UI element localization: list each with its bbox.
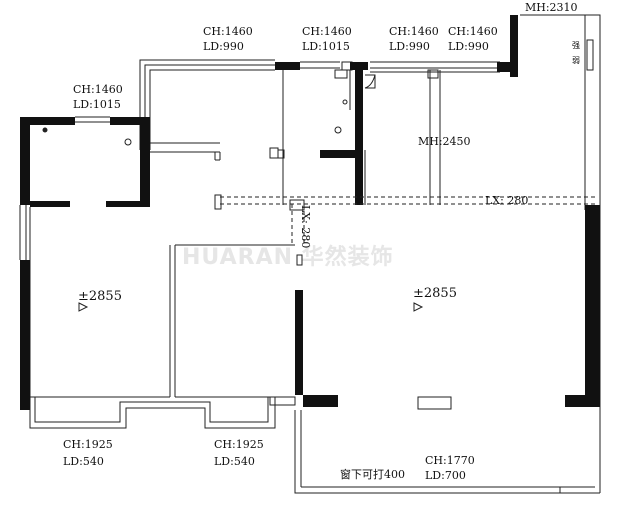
beam-lines <box>220 196 598 245</box>
beam-label-vertical: LX: 280 <box>299 205 312 248</box>
window-top-2-ld: LD:1015 <box>302 40 350 53</box>
window-bottom-mid-ld: LD:540 <box>214 455 255 468</box>
window-top-1-ld: LD:990 <box>203 40 244 53</box>
window-top-3-ld: LD:990 <box>389 40 430 53</box>
window-top-1-ch: CH:1460 <box>203 25 253 38</box>
meter-label-strong: 强 <box>572 41 580 50</box>
meter-label-weak: 弱 <box>572 56 580 65</box>
fixture-markers <box>42 99 348 146</box>
window-bottom-left-ch: CH:1925 <box>63 438 113 451</box>
level-marker-left: ±2855 <box>78 289 122 312</box>
window-top-3-ch: CH:1460 <box>389 25 439 38</box>
wall-lines <box>19 14 601 494</box>
window-bottom-right-ch: CH:1770 <box>425 454 475 467</box>
door-height-kitchen: MH:2450 <box>418 135 471 148</box>
window-left-room-ch: CH:1460 <box>73 83 123 96</box>
level-marker-living: ±2855 <box>413 286 457 312</box>
beam-label-horizontal: LX: 280 <box>485 194 528 207</box>
structural-walls <box>20 15 600 410</box>
window-bottom-right-note: 窗下可打400 <box>340 467 405 481</box>
watermark: HUARAN 华然装饰 <box>182 244 394 270</box>
floor-level-left: ±2855 <box>78 289 122 304</box>
floor-level-living: ±2855 <box>413 286 457 301</box>
window-top-2-ch: CH:1460 <box>302 25 352 38</box>
window-bottom-mid-ch: CH:1925 <box>214 438 264 451</box>
door-height-entry: MH:2310 <box>525 1 578 14</box>
window-left-room-ld: LD:1015 <box>73 98 121 111</box>
window-bottom-right-ld: LD:700 <box>425 469 466 482</box>
window-bottom-left-ld: LD:540 <box>63 455 104 468</box>
window-top-4-ld: LD:990 <box>448 40 489 53</box>
window-top-4-ch: CH:1460 <box>448 25 498 38</box>
